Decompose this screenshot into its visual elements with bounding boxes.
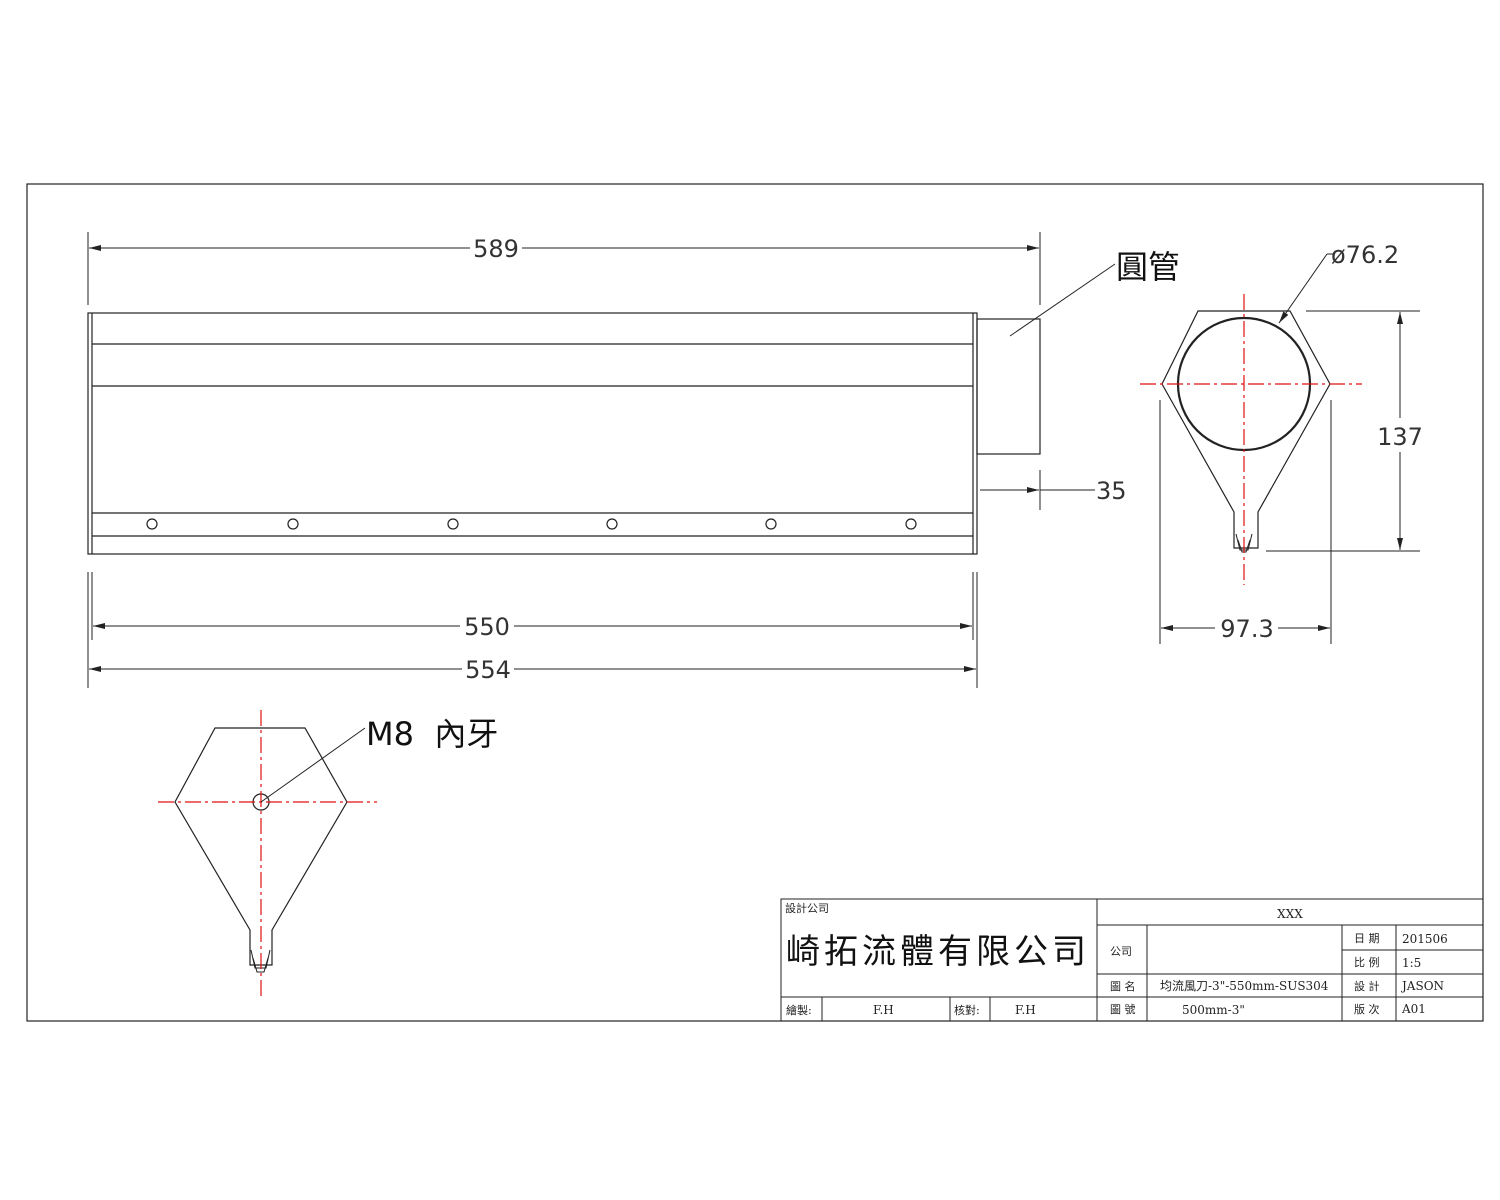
end-view-centerlines	[158, 710, 377, 1000]
customer-label: 公司	[1110, 945, 1132, 958]
project-header: XXX	[1277, 907, 1303, 921]
dim-height: 137	[1377, 423, 1423, 451]
version-value: A01	[1401, 1002, 1426, 1016]
design-company-label: 設計公司	[785, 901, 829, 915]
round-tube	[976, 318, 1041, 455]
side-view-centerlines	[1140, 294, 1362, 585]
dimension-97-3	[1159, 400, 1332, 644]
designer-label: 設 計	[1354, 979, 1380, 993]
dimension-35	[980, 470, 1095, 510]
date-label: 日 期	[1354, 932, 1380, 945]
scale-label: 比 例	[1354, 955, 1380, 969]
checked-label: 核對:	[954, 1003, 980, 1017]
date-value: 201506	[1402, 932, 1448, 946]
dimension-137	[1266, 310, 1420, 552]
version-label: 版 次	[1354, 1002, 1380, 1016]
thread-callout: M8 內牙	[366, 715, 498, 753]
air-knife-body	[87, 312, 978, 555]
dimension-550	[91, 572, 974, 640]
front-view	[87, 312, 1041, 555]
dim-total-length: 554	[465, 656, 511, 684]
designer-value: JASON	[1400, 979, 1444, 993]
dim-tube-diameter: ø76.2	[1331, 241, 1399, 269]
mounting-holes	[146, 518, 917, 530]
scale-value: 1:5	[1402, 956, 1421, 970]
drawn-label: 繪製:	[786, 1003, 812, 1017]
thread-leader	[260, 727, 366, 803]
drawn-value: F.H	[873, 1003, 894, 1017]
tube-leader	[1009, 263, 1116, 337]
sheet-border	[26, 183, 1484, 1022]
checked-value: F.H	[1015, 1003, 1036, 1017]
drawing-no-label: 圖 號	[1110, 1003, 1136, 1016]
drawing-name-value: 均流風刀-3"-550mm-SUS304	[1160, 979, 1329, 993]
drawing-no-value: 500mm-3"	[1182, 1003, 1245, 1017]
dimension-554	[87, 572, 978, 688]
drawing-name-label: 圖 名	[1110, 979, 1136, 993]
side-view	[1161, 310, 1331, 553]
diameter-leader	[1278, 253, 1328, 324]
dim-width: 97.3	[1220, 615, 1273, 643]
tube-label: 圓管	[1116, 248, 1180, 286]
dim-overall-length: 589	[473, 235, 519, 263]
dim-tube-offset: 35	[1096, 477, 1127, 505]
dimension-589	[87, 232, 1041, 305]
title-block	[780, 898, 1484, 1022]
company-name: 崎拓流體有限公司	[786, 932, 1090, 972]
dim-body-length: 550	[464, 613, 510, 641]
